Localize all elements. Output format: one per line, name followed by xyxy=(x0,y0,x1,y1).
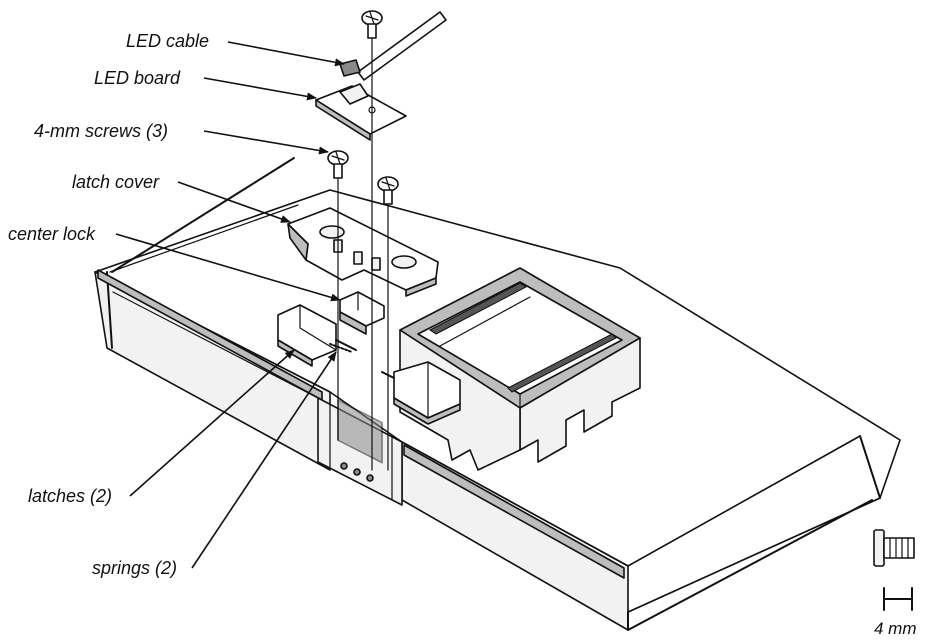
labels: LED cable LED board 4-mm screws (3) latc… xyxy=(8,31,209,578)
screw-icon xyxy=(873,529,915,567)
latch-cover xyxy=(287,207,439,297)
label-springs: springs (2) xyxy=(92,558,177,578)
center-lock xyxy=(339,291,385,335)
leader-lines xyxy=(115,41,345,569)
leader-screws xyxy=(203,130,329,155)
left-latch xyxy=(277,304,357,367)
scale-inset: 4 mm xyxy=(873,529,917,638)
screw-top xyxy=(361,10,383,471)
screw-right xyxy=(377,176,399,471)
leader-latch-cover xyxy=(177,181,291,223)
leader-springs xyxy=(191,351,337,569)
label-center-lock: center lock xyxy=(8,224,96,244)
right-latch xyxy=(381,361,461,425)
scale-label: 4 mm xyxy=(874,619,917,638)
led-cable xyxy=(339,11,447,81)
leader-led-cable xyxy=(227,41,345,67)
label-led-board: LED board xyxy=(94,68,181,88)
label-latches: latches (2) xyxy=(28,486,112,506)
leader-latches xyxy=(129,349,295,497)
screws xyxy=(327,10,399,471)
leader-led-board xyxy=(203,77,317,101)
label-led-cable: LED cable xyxy=(126,31,209,51)
scale-bar-icon xyxy=(883,587,913,611)
leader-center-lock xyxy=(115,233,341,302)
screw-left xyxy=(327,150,349,441)
led-board xyxy=(315,83,407,141)
label-latch-cover: latch cover xyxy=(72,172,160,192)
label-screws: 4-mm screws (3) xyxy=(34,121,168,141)
